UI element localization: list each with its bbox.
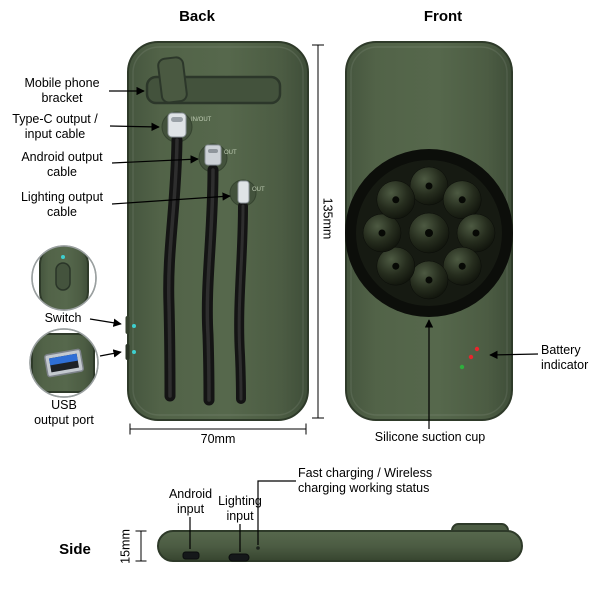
lighting-label: Lighting output cable: [20, 190, 103, 219]
front-device: [345, 41, 513, 421]
switch-arrow: [89, 318, 122, 327]
back-device-inner-edge: [132, 46, 304, 416]
thickness-dimension: 15mm: [118, 529, 133, 564]
lighting-cable-sheen: [237, 204, 245, 401]
bracket-stand-tab: [157, 56, 188, 104]
charging-status-led: [256, 546, 260, 550]
usb-label: USB output port: [34, 398, 94, 427]
android-marking-text: OUT: [224, 150, 237, 156]
android-input-port: [182, 551, 200, 560]
bracket-label: Mobile phone bracket: [24, 76, 100, 105]
typec-cable-sheen: [166, 138, 179, 398]
android-cable-sheen: [205, 168, 215, 402]
lighting-input-port: [228, 553, 250, 562]
leader-lines: [89, 86, 539, 552]
usb-inset: [29, 328, 99, 398]
typec-label: Type-C output / input cable: [12, 112, 98, 141]
lighting-marking-text: OUT: [252, 187, 265, 193]
front-title: Front: [423, 8, 463, 25]
usb-a-port: [44, 348, 84, 378]
edge-switch: [125, 316, 130, 334]
back-title: Back: [179, 8, 215, 25]
typec-connector: [167, 112, 187, 138]
back-device: IN/OUT OUT OUT: [125, 41, 309, 421]
typec-marking-text: IN/OUT: [191, 117, 212, 123]
switch-label: Switch: [44, 311, 82, 325]
edge-usb-port: [125, 344, 130, 360]
usb-arrow: [99, 349, 122, 358]
height-dimension: 135mm: [320, 197, 335, 240]
android-input-label: Android input: [168, 487, 213, 516]
edge-teal-dot-1: [132, 324, 136, 328]
android-label: Android output cable: [21, 150, 103, 179]
side-title: Side: [59, 541, 91, 558]
battery-label: Battery indicator: [541, 343, 589, 372]
battery-arrow: [489, 350, 539, 360]
width-dimension: 70mm: [200, 432, 236, 446]
fast-charging-label: Fast charging / Wireless charging workin…: [298, 466, 433, 495]
android-connector: [204, 144, 222, 166]
side-device: [157, 523, 523, 562]
battery-indicator-leds: [459, 346, 480, 370]
lighting-input-label: Lighting input: [218, 494, 262, 523]
fast-charging-leader: [257, 480, 296, 545]
suction-cup-holes: [378, 182, 480, 284]
suction-label: Silicone suction cup: [374, 430, 486, 444]
edge-teal-dot-2: [132, 350, 136, 354]
typec-arrow: [109, 122, 160, 132]
lighting-connector: [237, 180, 250, 204]
switch-inset: [31, 245, 97, 311]
dimension-lines: [129, 44, 324, 562]
switch-button: [55, 262, 71, 291]
android-arrow: [111, 155, 199, 164]
lighting-arrow: [111, 192, 231, 205]
